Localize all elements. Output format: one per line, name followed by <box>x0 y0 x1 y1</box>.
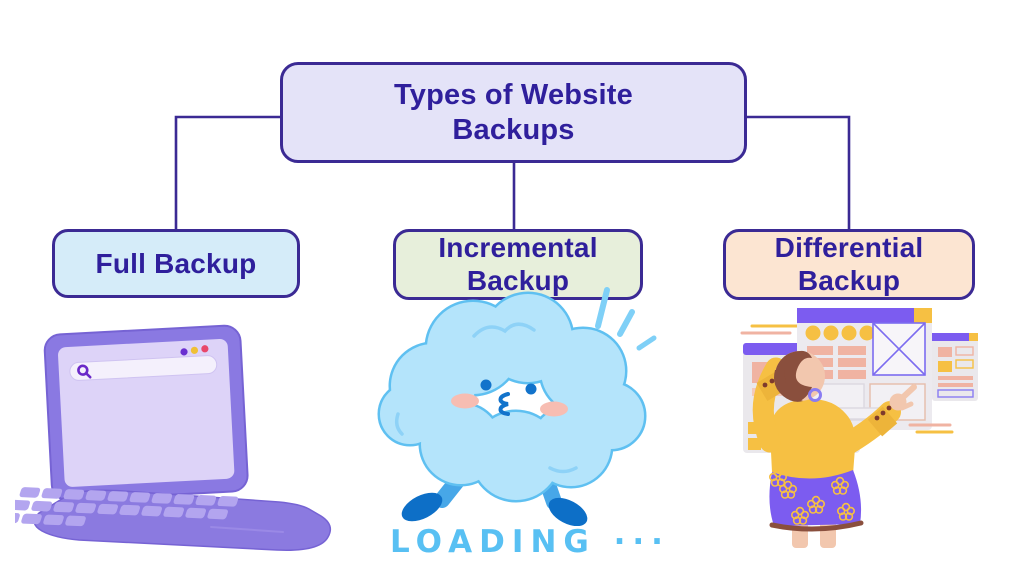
loading-caption: LOADING ··· <box>390 524 670 560</box>
skirt-hem <box>769 520 864 532</box>
left-blush <box>451 393 479 409</box>
cloud-character-illustration <box>377 287 657 526</box>
browser-dots-icon <box>180 345 209 356</box>
keyboard-keys <box>15 487 239 527</box>
right-cuff <box>867 406 898 437</box>
cloud-face <box>451 379 568 417</box>
head <box>774 350 825 402</box>
laptop-base <box>15 487 332 551</box>
pointing-hand <box>889 384 917 411</box>
flower-pattern <box>768 468 856 525</box>
speed-lines-right <box>908 423 954 434</box>
left-boot <box>401 492 443 522</box>
cloud-body <box>377 291 647 503</box>
person-wireframes-illustration <box>740 308 978 548</box>
person <box>752 350 917 548</box>
earring <box>808 388 822 402</box>
search-bar <box>69 355 218 381</box>
search-icon <box>77 364 92 379</box>
right-boot <box>548 497 588 526</box>
connector-left <box>174 115 280 229</box>
touchpad <box>210 526 284 533</box>
cloud-detail-curls <box>394 322 578 474</box>
laptop-screen <box>43 324 249 502</box>
title-node: Types of Website Backups <box>280 62 747 163</box>
node-differential-backup-label: Differential Backup <box>774 232 924 296</box>
right-blush <box>540 401 568 417</box>
node-incremental-backup-label: Incremental Backup <box>438 232 598 296</box>
diagram-title: Types of Website Backups <box>393 79 633 146</box>
speed-lines-left <box>740 324 802 335</box>
laptop-illustration <box>15 324 332 551</box>
right-eye <box>525 383 537 395</box>
window-dots-icon <box>805 325 875 341</box>
wireframe-window-right <box>932 333 978 401</box>
torso-sweater <box>770 398 856 480</box>
node-full-backup-label: Full Backup <box>95 247 257 279</box>
node-incremental-backup: Incremental Backup <box>393 229 643 300</box>
sparkle-lines-icon <box>595 287 657 351</box>
connector-right <box>747 115 851 229</box>
skirt <box>768 468 864 532</box>
node-full-backup: Full Backup <box>52 229 300 298</box>
image-placeholder-icon <box>872 322 926 376</box>
kissy-mouth <box>498 392 510 416</box>
node-differential-backup: Differential Backup <box>723 229 975 300</box>
left-eye <box>480 379 492 391</box>
